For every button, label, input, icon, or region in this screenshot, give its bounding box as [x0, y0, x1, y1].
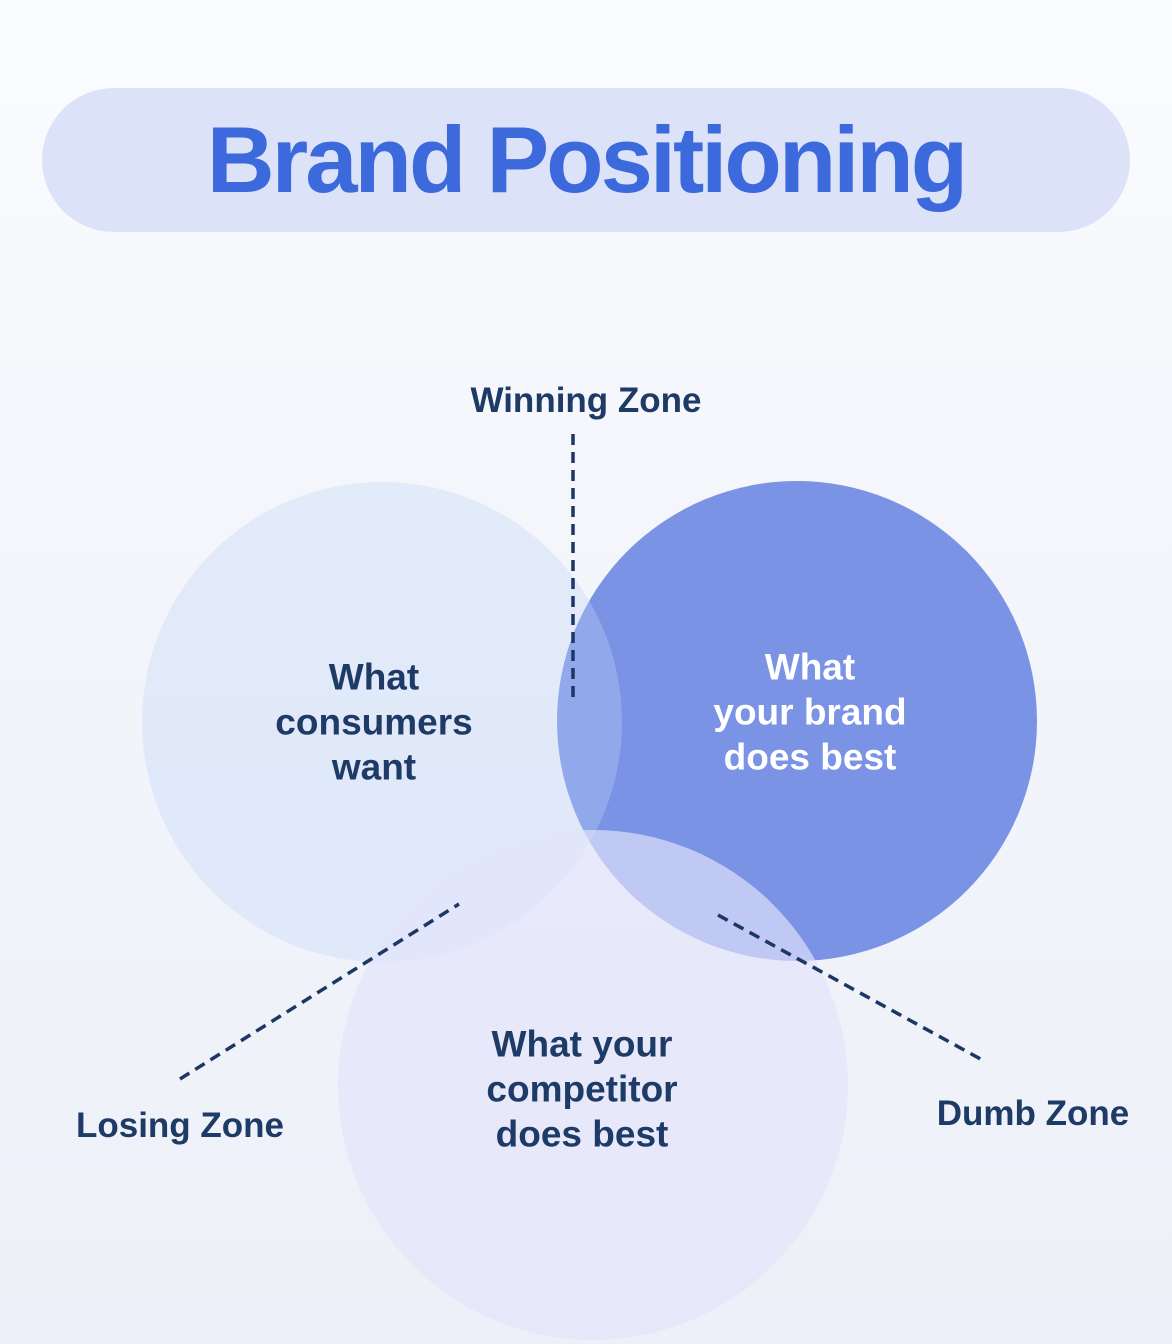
page-title: Brand Positioning: [206, 107, 968, 212]
label-what-your-competitor-does-best: What your competitor does best: [486, 1021, 677, 1156]
dumb-zone-label: Dumb Zone: [936, 1094, 1130, 1133]
label-line: does best: [723, 736, 897, 778]
label-line: consumers: [275, 701, 473, 743]
losing-zone-label: Losing Zone: [75, 1106, 285, 1145]
label-line: competitor: [486, 1068, 678, 1110]
label-line: What: [764, 646, 856, 688]
label-line: want: [331, 746, 417, 788]
winning-zone-label: Winning Zone: [470, 381, 702, 420]
label-line: What your: [491, 1023, 673, 1065]
title-pill: Brand Positioning: [42, 88, 1130, 232]
label-line: does best: [495, 1113, 669, 1155]
label-what-consumers-want: What consumers want: [275, 654, 472, 789]
label-line: What: [328, 656, 420, 698]
label-line: your brand: [713, 691, 907, 733]
label-what-your-brand-does-best: What your brand does best: [713, 644, 906, 779]
